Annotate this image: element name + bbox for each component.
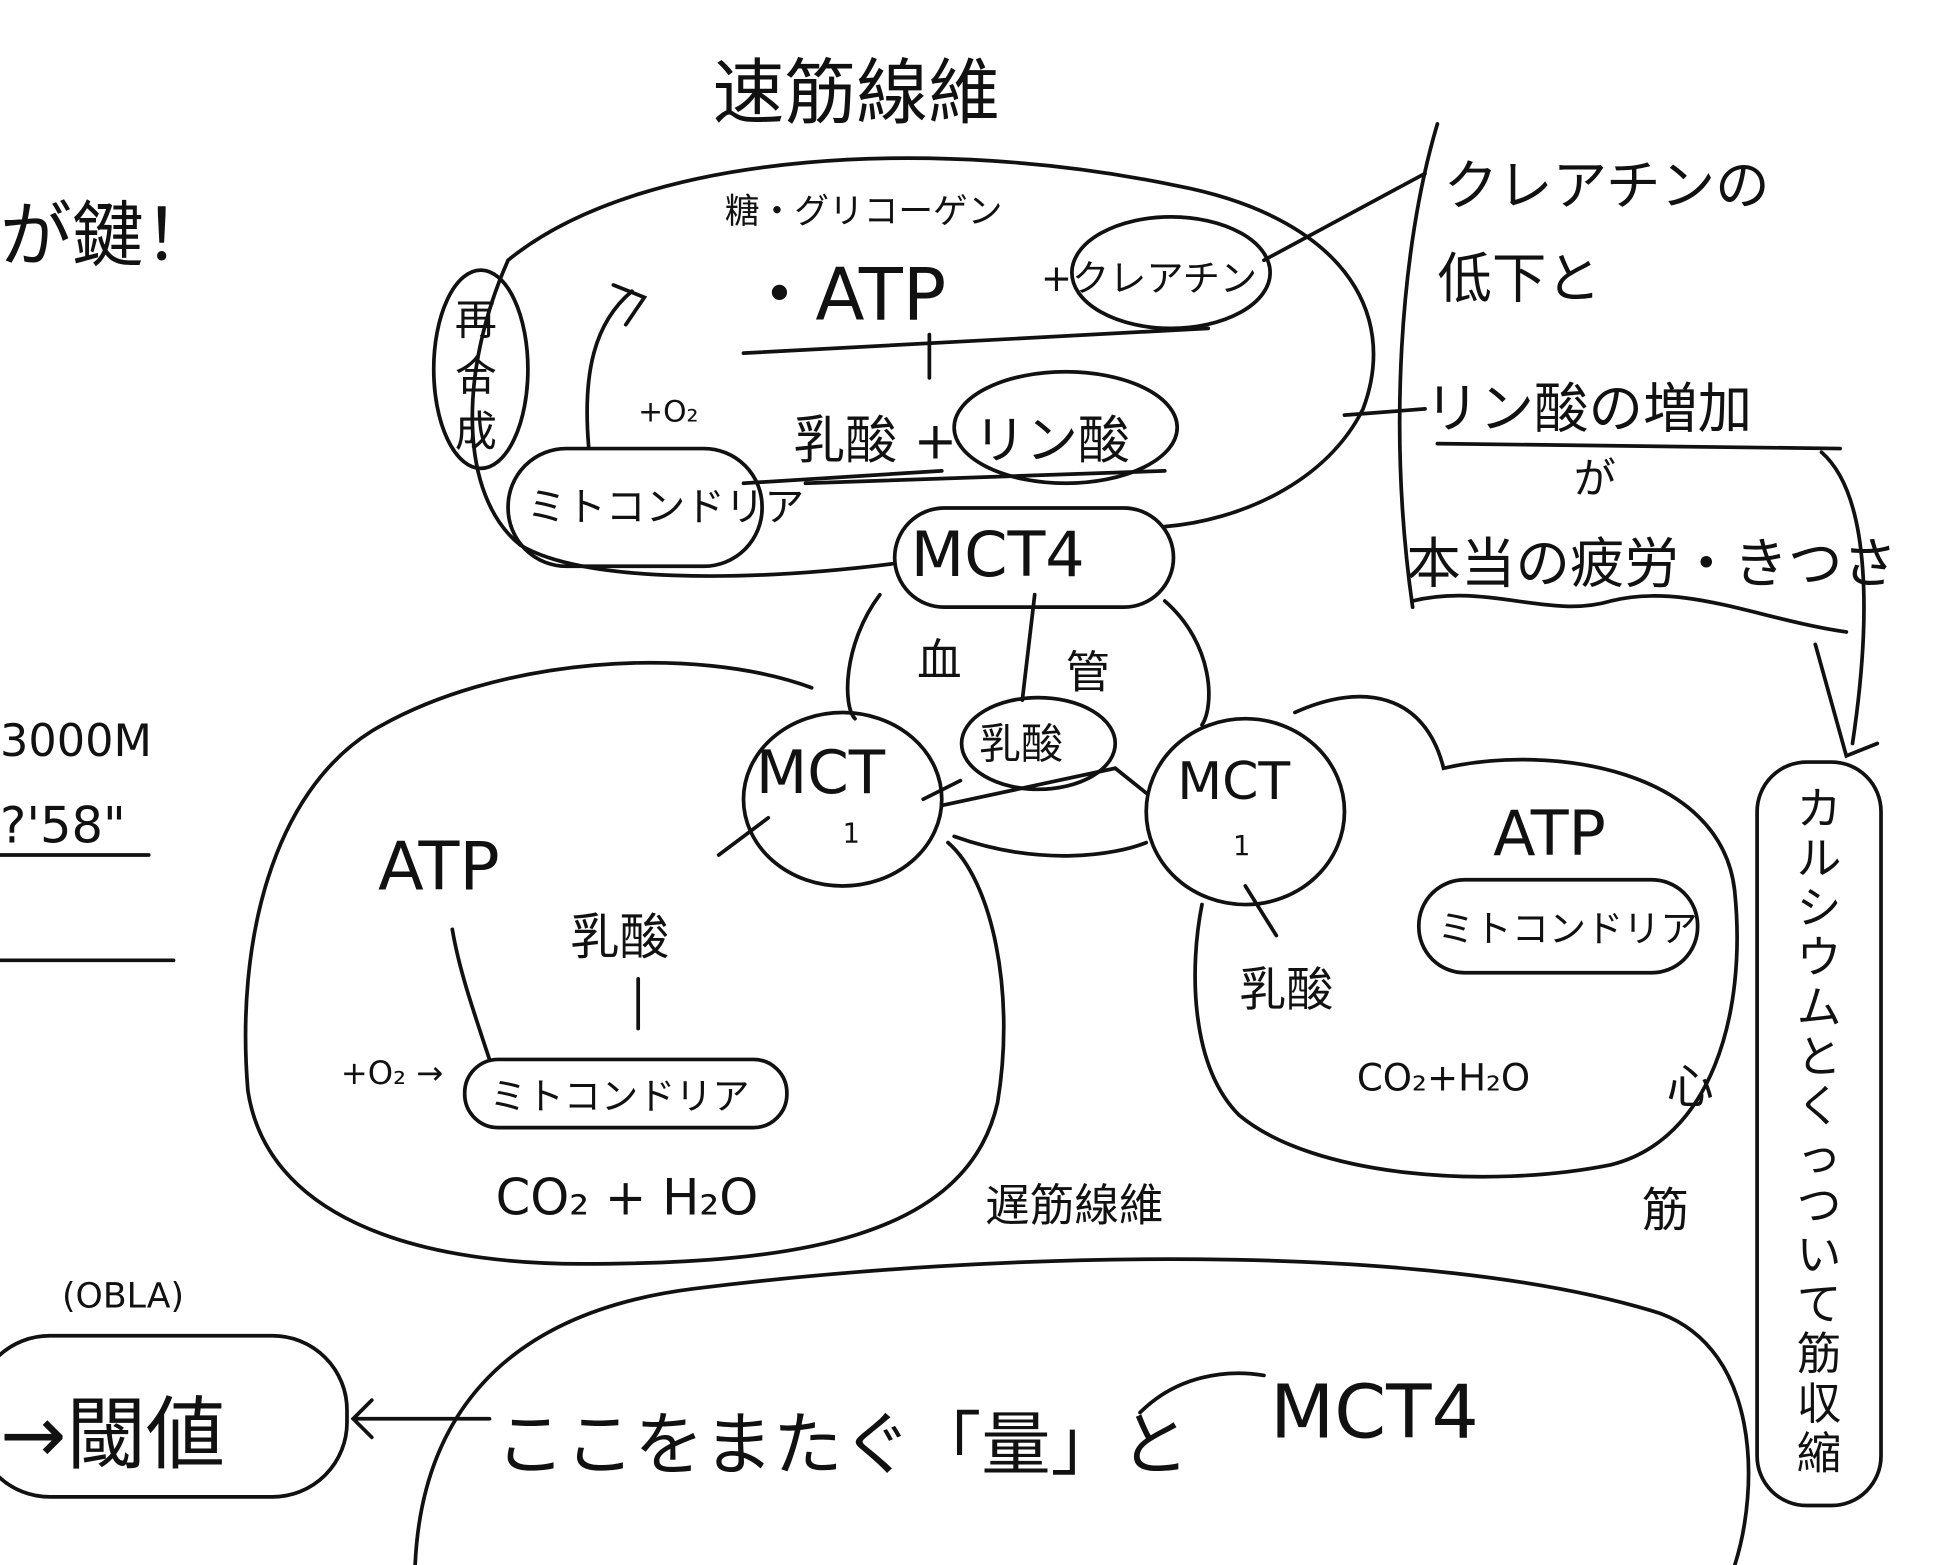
calcium-arrow	[1813, 450, 1880, 759]
threshold-arrow	[350, 1398, 492, 1440]
obla-label: (OBLA)	[62, 1276, 184, 1316]
slow-oxygen: +O₂ →	[341, 1054, 443, 1092]
record-distance: 3000M	[0, 715, 152, 767]
heart-mitochondria-oval	[1416, 877, 1700, 975]
fatigue-underline	[1435, 441, 1842, 451]
creatine-oval	[1070, 214, 1272, 331]
fast-oxygen: +O₂	[638, 394, 698, 429]
heart-label-2: 筋	[1642, 1184, 1689, 1239]
threshold-label: →閾値	[0, 1388, 225, 1481]
calcium-char: 筋	[1797, 1328, 1842, 1380]
resynthesis-arrow	[585, 283, 648, 448]
products-underline	[741, 469, 1167, 486]
calcium-char: 収	[1797, 1378, 1842, 1430]
fatigue-line-5: 本当の疲労・きつさ	[1406, 531, 1897, 595]
resynthesis-2: 合	[455, 351, 497, 400]
heart-arrows	[1113, 766, 1279, 938]
calcium-box	[1755, 760, 1883, 1508]
threshold-oval	[0, 1333, 349, 1499]
calcium-char: 縮	[1797, 1427, 1842, 1479]
fatigue-arrows	[1262, 122, 1440, 610]
heart-lactate: 乳酸	[1239, 963, 1333, 1018]
creatine-label: +クレアチン	[1041, 256, 1257, 300]
fatigue-wavy-underline	[1410, 593, 1849, 634]
calcium-char: ム	[1797, 981, 1842, 1033]
fatigue-line-2: 低下と	[1437, 246, 1601, 310]
resynthesis-3: 成	[455, 407, 497, 456]
heart-mct1-oval	[1144, 716, 1347, 907]
heart-mitochondria: ミトコンドリア	[1437, 907, 1697, 951]
vessel-label-right: 管	[1066, 647, 1111, 699]
calcium-char: ル	[1797, 833, 1842, 885]
fatigue-line-4: が	[1574, 454, 1616, 503]
slow-fiber-label: 遅筋線維	[985, 1180, 1163, 1232]
heart-label-1: 心	[1667, 1060, 1714, 1115]
vessel-label-left: 血	[917, 634, 962, 686]
left-fragment: が鍵！	[0, 193, 216, 277]
calcium-char: っ	[1797, 1130, 1842, 1182]
calcium-char: カ	[1797, 783, 1842, 835]
vessel-lactate: 乳酸	[979, 719, 1063, 768]
slow-lactate: 乳酸	[570, 908, 669, 966]
slow-mct1-sub: 1	[843, 819, 860, 850]
heart-atp: ATP	[1493, 797, 1606, 870]
vessel-arrow	[1020, 592, 1037, 702]
calcium-char: く	[1797, 1080, 1842, 1132]
slow-mitochondria: ミトコンドリア	[489, 1074, 749, 1118]
resynthesis-oval	[431, 268, 530, 471]
slow-atp: ATP	[378, 828, 500, 906]
calcium-char: と	[1797, 1031, 1842, 1083]
heart-output: CO₂+H₂O	[1357, 1055, 1530, 1099]
mct4-label: MCT4	[911, 518, 1085, 591]
slow-arrows	[450, 815, 771, 1062]
bottom-text: ここをまたぐ「量」と	[496, 1405, 1190, 1485]
atp-arrow	[741, 326, 1211, 380]
calcium-char: い	[1797, 1229, 1842, 1281]
fast-products: 乳酸 + リン酸	[793, 411, 1130, 471]
calcium-text: カ ル シ ウ ム と く っ つ い て 筋 収 縮	[1797, 783, 1842, 1479]
slow-fiber-outline	[243, 660, 1006, 1266]
bottom-mct4: MCT4	[1270, 1368, 1479, 1455]
heart-mct1: MCT	[1177, 752, 1290, 812]
fast-atp: ・ATP	[744, 253, 947, 337]
heart-mct1-sub: 1	[1233, 831, 1250, 862]
bottom-oval	[413, 1257, 1751, 1565]
fatigue-line-3: リン酸の増加	[1425, 376, 1752, 440]
fatigue-line-1: クレアチンの	[1444, 153, 1770, 217]
record-time: ?'58"	[0, 797, 126, 855]
resynthesis-1: 再	[455, 296, 497, 345]
fuel-label: 糖・グリコーゲン	[725, 192, 1003, 232]
heart-outline	[1193, 694, 1739, 1179]
fast-mitochondria: ミトコンドリア	[527, 484, 805, 530]
record-underlines	[0, 853, 176, 963]
title: 速筋線維	[713, 51, 1000, 135]
vessel-lactate-oval	[959, 695, 1118, 792]
slow-output: CO₂ + H₂O	[496, 1168, 759, 1226]
fast-mitochondria-oval	[506, 446, 764, 569]
calcium-char: つ	[1797, 1180, 1842, 1232]
slow-mitochondria-oval	[462, 1057, 789, 1130]
slow-mct1: MCT	[756, 739, 886, 808]
calcium-char: シ	[1797, 882, 1842, 934]
lactate-to-slow-arrow	[921, 766, 1118, 808]
slow-mct1-oval	[741, 710, 944, 888]
calcium-char: て	[1797, 1279, 1842, 1331]
phosphate-oval	[952, 369, 1180, 486]
mct4-link-arrow	[1138, 1371, 1266, 1415]
calcium-char: ウ	[1797, 932, 1842, 984]
